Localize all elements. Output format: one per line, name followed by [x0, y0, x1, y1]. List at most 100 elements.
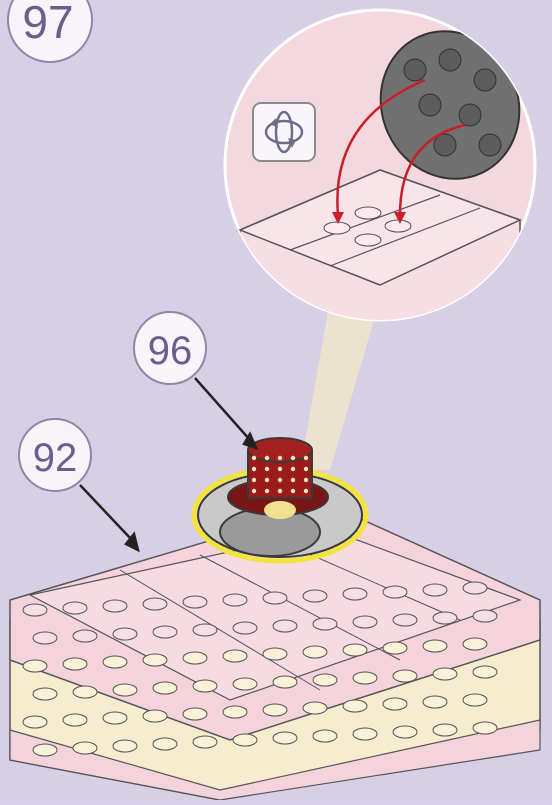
- stud: [112, 627, 138, 641]
- stud: [352, 615, 378, 629]
- stud: [382, 697, 408, 711]
- detail-callout-bubble: [223, 8, 537, 470]
- red-part-dots: [251, 455, 309, 494]
- stud: [32, 687, 58, 701]
- stud: [142, 597, 168, 611]
- stud: [152, 737, 178, 751]
- placement-arrows: [336, 78, 466, 216]
- stud: [222, 593, 248, 607]
- stud: [192, 735, 218, 749]
- stud: [222, 705, 248, 719]
- stud: [182, 707, 208, 721]
- dot: [251, 466, 257, 472]
- dot: [251, 455, 257, 461]
- dot: [277, 477, 283, 483]
- stud: [432, 611, 458, 625]
- stud: [102, 599, 128, 613]
- dot: [290, 455, 296, 461]
- stud: [142, 709, 168, 723]
- base-assembly: [9, 504, 541, 801]
- stud: [102, 711, 128, 725]
- stud: [62, 601, 88, 615]
- rotate-model-icon: [252, 102, 316, 162]
- step-number-badge: 97: [7, 0, 93, 63]
- callout-92-label: 92: [33, 436, 78, 480]
- stud: [192, 679, 218, 693]
- dot: [290, 477, 296, 483]
- stud: [262, 703, 288, 717]
- dot: [277, 488, 283, 494]
- stud: [392, 669, 418, 683]
- stud: [382, 585, 408, 599]
- stud: [72, 685, 98, 699]
- stud: [462, 637, 488, 651]
- gray-round-plate: [379, 30, 521, 180]
- stud: [432, 667, 458, 681]
- stud: [232, 677, 258, 691]
- dot: [264, 477, 270, 483]
- dot: [277, 455, 283, 461]
- stud: [432, 723, 458, 737]
- callout-92-badge: 92: [18, 418, 92, 492]
- stud: [32, 743, 58, 757]
- stud: [472, 609, 498, 623]
- stud: [22, 659, 48, 673]
- stud: [342, 643, 368, 657]
- stud: [152, 681, 178, 695]
- stud: [32, 631, 58, 645]
- dot: [290, 466, 296, 472]
- stud: [152, 625, 178, 639]
- stud: [272, 619, 298, 633]
- stud: [422, 695, 448, 709]
- stud: [312, 617, 338, 631]
- step-number: 97: [22, 0, 73, 48]
- stud: [302, 645, 328, 659]
- stud: [342, 699, 368, 713]
- stud: [462, 693, 488, 707]
- stud: [312, 729, 338, 743]
- stud: [72, 629, 98, 643]
- stud: [142, 653, 168, 667]
- stud: [472, 665, 498, 679]
- stud: [262, 591, 288, 605]
- stud: [472, 721, 498, 735]
- dot: [303, 455, 309, 461]
- highlighted-new-part: [191, 437, 369, 564]
- stud: [422, 639, 448, 653]
- dot: [264, 466, 270, 472]
- dot: [303, 466, 309, 472]
- dot: [264, 488, 270, 494]
- stud: [222, 649, 248, 663]
- callout-pointers: [79, 377, 259, 553]
- stud: [192, 623, 218, 637]
- stud: [272, 675, 298, 689]
- stud: [112, 683, 138, 697]
- stud: [182, 651, 208, 665]
- dot: [290, 488, 296, 494]
- dot: [264, 455, 270, 461]
- stud: [62, 713, 88, 727]
- stud: [182, 595, 208, 609]
- stud: [72, 741, 98, 755]
- dot: [303, 488, 309, 494]
- dot: [277, 466, 283, 472]
- stud-grid: [22, 581, 498, 757]
- stud: [392, 725, 418, 739]
- stud: [342, 587, 368, 601]
- stud: [392, 613, 418, 627]
- dot: [251, 477, 257, 483]
- stud: [302, 589, 328, 603]
- stud: [62, 657, 88, 671]
- stud: [462, 581, 488, 595]
- stud: [262, 647, 288, 661]
- stud: [232, 733, 258, 747]
- stud-group: [323, 206, 412, 247]
- stud: [312, 673, 338, 687]
- callout-96-label: 96: [148, 329, 193, 373]
- stud: [422, 583, 448, 597]
- stud: [102, 655, 128, 669]
- stud: [112, 739, 138, 753]
- dot: [303, 477, 309, 483]
